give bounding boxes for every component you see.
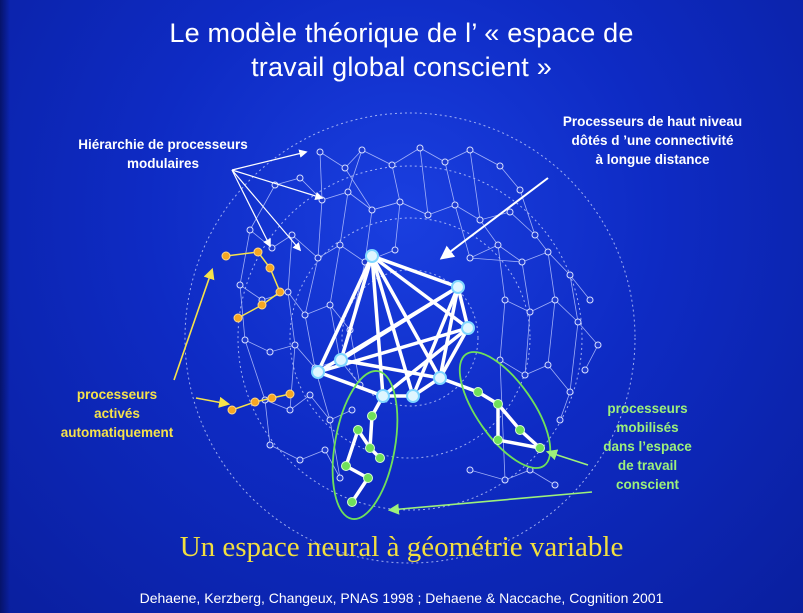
high-level-label-line-2: dôtés d ’une connectivité	[571, 133, 734, 148]
mobilized-label-line-4: de travail	[617, 458, 678, 473]
mobilized-label-line-1: processeurs	[607, 401, 688, 416]
automatic-arrows	[173, 267, 231, 408]
slide-left-edge	[0, 0, 10, 613]
slide-title-line-1: Le modèle théorique de l’ « espace de	[169, 18, 634, 48]
outer-circle	[184, 112, 636, 564]
mobilized-label-line-5: conscient	[615, 477, 680, 492]
core-circle	[341, 269, 479, 407]
slide-title-line-2: travail global conscient »	[251, 52, 552, 82]
hierarchy-label-line-2: modulaires	[126, 156, 200, 171]
mobilized-label-line-3: dans l’espace	[603, 439, 692, 454]
activated-label-line-1: processeurs	[76, 387, 158, 402]
high-level-arrow	[439, 177, 549, 260]
hub-nodes	[311, 249, 475, 403]
mobilized-ellipse-left	[331, 370, 399, 520]
hierarchy-label: Hiérarchie de processeurs modulaires	[48, 135, 278, 173]
mobilized-nodes	[341, 387, 545, 507]
slide-citation: Dehaene, Kerzberg, Changeux, PNAS 1998 ;…	[139, 590, 664, 606]
mobilized-ellipses	[331, 351, 552, 520]
automatic-processor-nodes	[221, 247, 295, 415]
hub-node	[334, 353, 348, 367]
middle-circle	[237, 165, 583, 511]
background-nodes	[236, 144, 602, 489]
mobilized-label-line-2: mobilisés	[616, 420, 679, 435]
high-level-label-line-3: à longue distance	[595, 152, 710, 167]
high-level-label: Processeurs de haut niveau dôtés d ’une …	[525, 112, 780, 169]
hub-node	[406, 389, 420, 403]
activated-label-line-2: activés	[94, 406, 140, 421]
hub-node	[376, 389, 390, 403]
hub-node	[365, 249, 379, 263]
inner-circle	[289, 217, 531, 459]
hub-node	[451, 280, 465, 294]
activated-label: processeurs activés automatiquement	[22, 385, 212, 442]
hub-node	[433, 371, 447, 385]
mobilized-ellipse-right	[458, 351, 552, 469]
slide-subtitle: Un espace neural à géométrie variable	[179, 531, 624, 563]
hub-node	[311, 365, 325, 379]
background-network	[239, 147, 599, 486]
hierarchy-arrows	[231, 149, 324, 252]
activated-label-line-3: automatiquement	[60, 425, 174, 440]
mobilized-arrows	[387, 449, 593, 515]
concentric-circles	[184, 112, 636, 564]
mobilized-label: processeurs mobilisés dans l’espace de t…	[585, 399, 710, 494]
hub-node	[461, 321, 475, 335]
hierarchy-label-line-1: Hiérarchie de processeurs	[78, 137, 248, 152]
automatic-processors	[225, 251, 291, 411]
high-level-label-line-1: Processeurs de haut niveau	[562, 114, 743, 129]
global-workspace-links	[316, 254, 542, 504]
